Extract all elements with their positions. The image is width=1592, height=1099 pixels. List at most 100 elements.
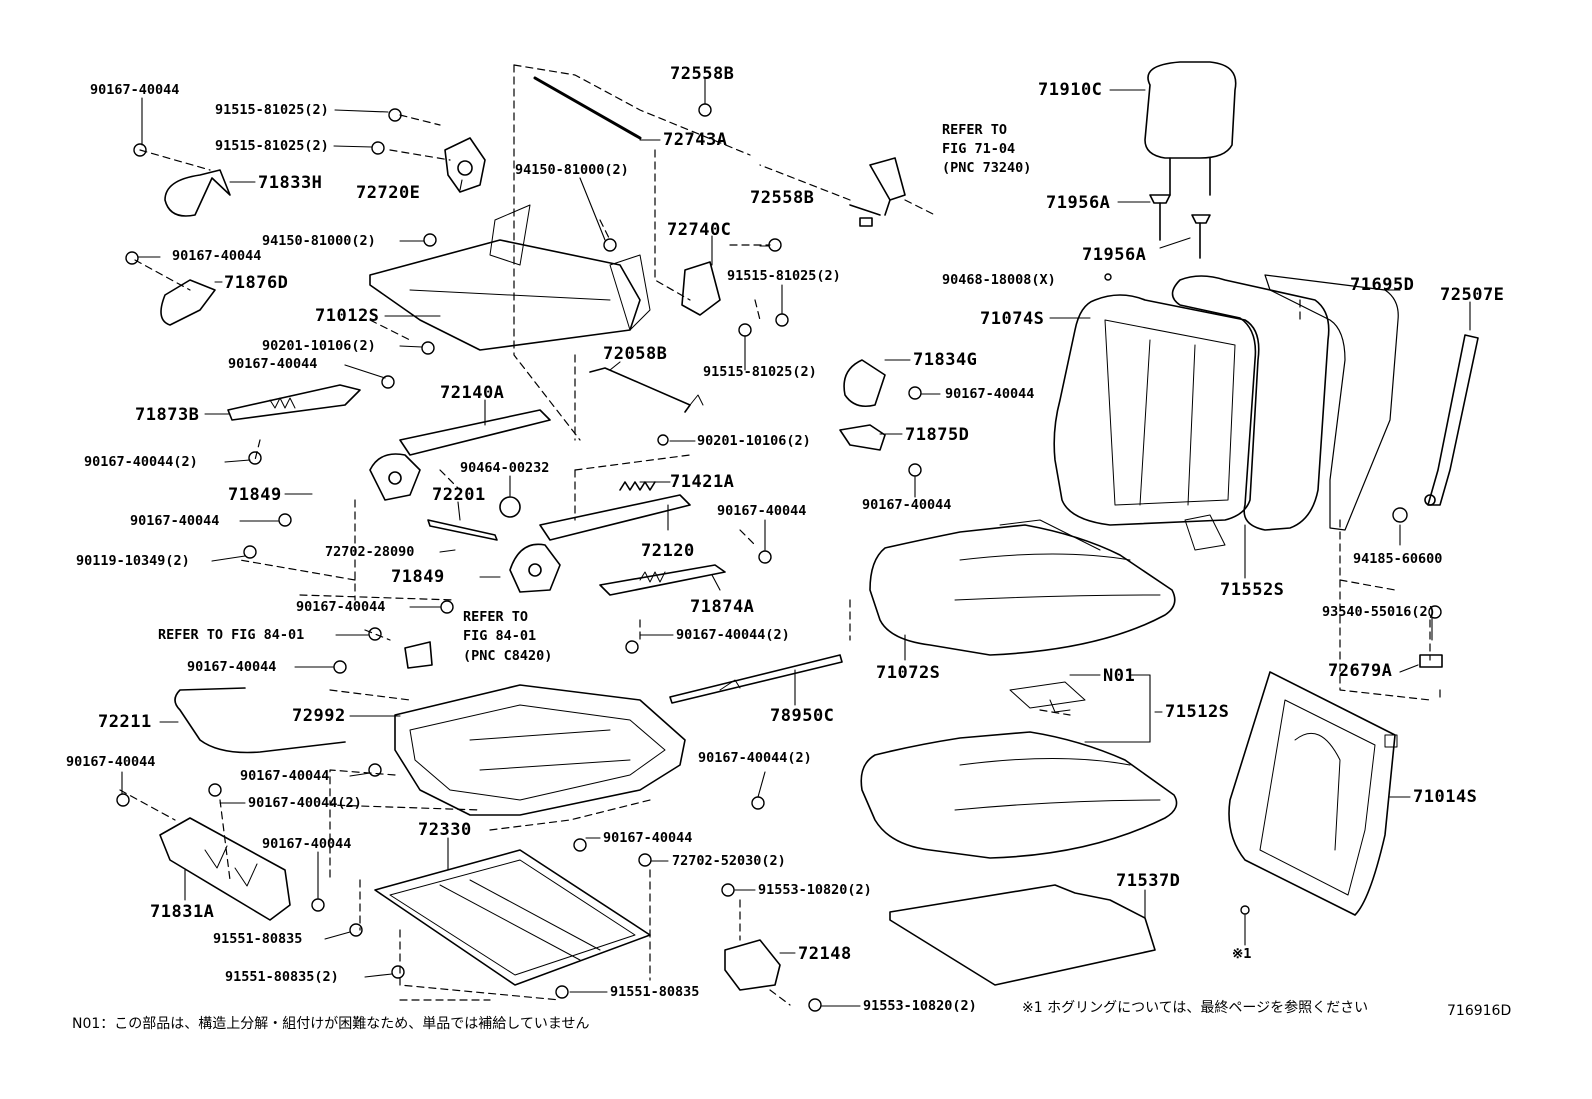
part-label: 71874A — [690, 597, 755, 617]
part-label: 71910C — [1038, 80, 1103, 100]
cover-71833h — [164, 169, 231, 217]
rod-72743a — [533, 76, 642, 140]
part-label: 71014S — [1413, 787, 1478, 807]
seat-frame-71012s — [369, 204, 651, 351]
spring-71421a — [619, 481, 656, 491]
part-label: 90167-40044 — [296, 599, 386, 615]
part-label: 94185-60600 — [1353, 551, 1443, 567]
part-label: 71421A — [670, 472, 735, 492]
part-label: 72702-28090 — [325, 544, 415, 560]
part-label: 91551-80835 — [610, 984, 700, 1000]
part-label: 94150-81000(2) — [262, 233, 376, 249]
part-label: 71875D — [905, 425, 970, 445]
headrest-71910c — [1144, 61, 1237, 196]
part-label: 72992 — [292, 706, 346, 726]
part-label: 90167-40044(2) — [676, 627, 790, 643]
part-label: 90119-10349(2) — [76, 553, 190, 569]
part-label: 91515-81025(2) — [215, 102, 329, 118]
part-label: 90167-40044 — [228, 356, 318, 372]
seatback-frame-71014s — [1228, 671, 1398, 916]
part-label: 72702-52030(2) — [672, 853, 786, 869]
part-label: 91551-80835(2) — [225, 969, 339, 985]
part-label: 90167-40044(2) — [248, 795, 362, 811]
rod-72058b — [589, 367, 704, 413]
part-label: 71833H — [258, 173, 323, 193]
footnote-n01: N01：この部品は、構造上分解・組付けが困難なため、単品では補給していません — [72, 1016, 590, 1032]
seatback-cover-71695d — [1264, 274, 1399, 531]
seatbelt-buckle — [849, 157, 906, 227]
part-label: 90167-40044 — [603, 830, 693, 846]
figure-id: 716916D — [1447, 1003, 1512, 1019]
part-label: 71849 — [228, 485, 282, 505]
leader-lines — [121, 77, 1471, 1007]
part-label: 72120 — [641, 541, 695, 561]
recliner-72120 — [509, 494, 691, 593]
cover-71874a — [599, 564, 726, 596]
part-label: 72740C — [667, 220, 732, 240]
part-label: 72201 — [432, 485, 486, 505]
bracket-72720e — [444, 137, 486, 193]
part-label: 90167-40044 — [717, 503, 807, 519]
part-label: 72558B — [670, 64, 735, 84]
part-label: 72679A — [1328, 661, 1393, 681]
ref-note: REFER TO — [942, 122, 1008, 138]
part-label: 72558B — [750, 188, 815, 208]
ref-note: REFER TO — [463, 609, 529, 625]
part-label: N01 — [1103, 666, 1136, 686]
part-label: 90464-00232 — [460, 460, 550, 476]
part-label: 90167-40044(2) — [84, 454, 198, 470]
ref-note: FIG 84-01 — [463, 628, 537, 644]
phantom-lines — [119, 64, 1441, 1006]
part-label: 71873B — [135, 405, 200, 425]
part-label: 90468-18008(X) — [942, 272, 1056, 288]
part-label: 90167-40044 — [187, 659, 277, 675]
bracket-c8420 — [404, 641, 433, 669]
part-label: 71849 — [391, 567, 445, 587]
cable-78950c — [669, 654, 843, 704]
part-label: 91551-80835 — [213, 931, 303, 947]
part-label: 71512S — [1165, 702, 1230, 722]
part-label: 71831A — [150, 902, 215, 922]
rail-72211 — [174, 687, 346, 754]
part-label: 91515-81025(2) — [703, 364, 817, 380]
seatback-71074s — [1053, 294, 1260, 526]
part-label: 90167-40044 — [240, 768, 330, 784]
footnote-mark: ※1 — [1232, 946, 1252, 962]
seatback-71552s — [1171, 275, 1330, 551]
part-label: 91553-10820(2) — [863, 998, 977, 1014]
pin-72201 — [427, 519, 498, 541]
part-label: 90167-40044 — [66, 754, 156, 770]
part-label: 71876D — [224, 273, 289, 293]
ref-note: FIG 71-04 — [942, 141, 1016, 157]
part-label: 94150-81000(2) — [515, 162, 629, 178]
part-label: 72507E — [1440, 285, 1505, 305]
part-label: 72330 — [418, 820, 472, 840]
recliner-72140a — [369, 409, 551, 501]
part-label: 90167-40044(2) — [698, 750, 812, 766]
part-label: 72140A — [440, 383, 505, 403]
part-label: 71552S — [1220, 580, 1285, 600]
part-label: 71074S — [980, 309, 1045, 329]
sheet-71537d — [889, 884, 1156, 986]
part-label: 90201-10106(2) — [697, 433, 811, 449]
footnote-hog-ring: ※1 ホグリングについては、最終ページを参照ください — [1022, 1000, 1369, 1016]
part-label: 71072S — [876, 663, 941, 683]
part-label: 90167-40044 — [90, 82, 180, 98]
seat-cushion-71072s — [869, 519, 1176, 656]
ref-note: REFER TO FIG 84-01 — [158, 627, 305, 643]
part-label: 72743A — [663, 130, 728, 150]
part-label: 71956A — [1082, 245, 1147, 265]
part-label: 71012S — [315, 306, 380, 326]
part-label: 72148 — [798, 944, 852, 964]
bracket-72148 — [724, 939, 781, 991]
part-label: 90167-40044 — [172, 248, 262, 264]
part-label: 91515-81025(2) — [215, 138, 329, 154]
part-label: 78950C — [770, 706, 835, 726]
seat-base-72992 — [394, 684, 686, 816]
part-label: 90201-10106(2) — [262, 338, 376, 354]
cover-71831a — [159, 817, 291, 921]
cover-71875d — [839, 424, 886, 451]
part-label: 93540-55016(2) — [1322, 604, 1436, 620]
seat-pad-71512s — [860, 681, 1178, 859]
